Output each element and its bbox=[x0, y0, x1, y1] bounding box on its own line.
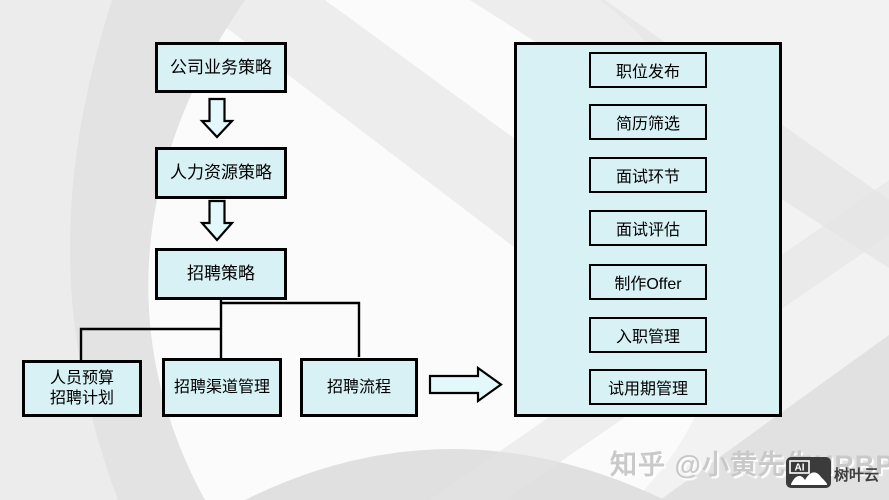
node-hr-strategy: 人力资源策略 bbox=[155, 147, 287, 199]
watermark: 知乎 @小黄先生HRBP bbox=[610, 450, 889, 480]
right-arrow-icon bbox=[428, 365, 503, 404]
node-recruiting-strategy: 招聘策略 bbox=[155, 248, 287, 300]
process-step-probation: 试用期管理 bbox=[589, 369, 707, 405]
node-budget-plan: 人员预算 招聘计划 bbox=[22, 360, 142, 417]
brand-name: 树叶云 bbox=[834, 467, 880, 484]
node-channel-management: 招聘渠道管理 bbox=[162, 358, 282, 417]
ai-photo-icon: AI bbox=[786, 457, 831, 488]
process-step-evaluation: 面试评估 bbox=[589, 210, 707, 246]
process-step-onboarding: 入职管理 bbox=[589, 317, 707, 353]
down-arrow-icon bbox=[199, 97, 235, 139]
process-panel: 职位发布 简历筛选 面试环节 面试评估 制作Offer 入职管理 试用期管理 bbox=[514, 42, 782, 417]
process-step-job-posting: 职位发布 bbox=[589, 52, 707, 88]
node-recruiting-process: 招聘流程 bbox=[300, 358, 418, 417]
watermark-logo-badge: AI bbox=[786, 457, 831, 488]
connector-lines bbox=[79, 299, 361, 361]
node-company-strategy: 公司业务策略 bbox=[155, 42, 287, 93]
process-step-interview: 面试环节 bbox=[589, 157, 707, 193]
ai-label: AI bbox=[795, 463, 805, 474]
process-step-resume-screening: 简历筛选 bbox=[589, 104, 707, 140]
down-arrow-icon bbox=[199, 199, 235, 242]
process-step-offer: 制作Offer bbox=[589, 264, 707, 300]
